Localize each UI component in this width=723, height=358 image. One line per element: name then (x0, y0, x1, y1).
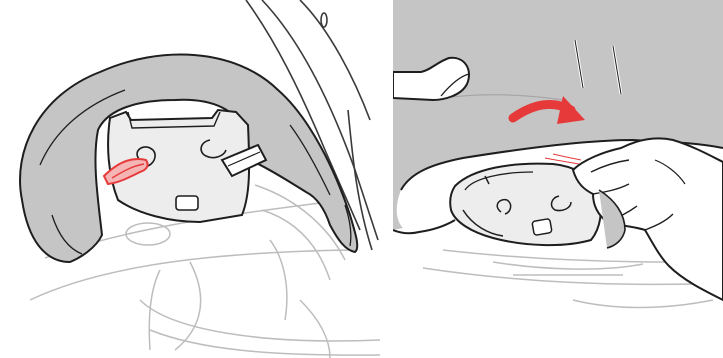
button-slot (176, 196, 198, 210)
button-slot (532, 219, 552, 236)
right-panel (393, 0, 723, 358)
left-panel (0, 0, 380, 358)
left-illustration (0, 0, 380, 358)
right-illustration (393, 0, 723, 358)
